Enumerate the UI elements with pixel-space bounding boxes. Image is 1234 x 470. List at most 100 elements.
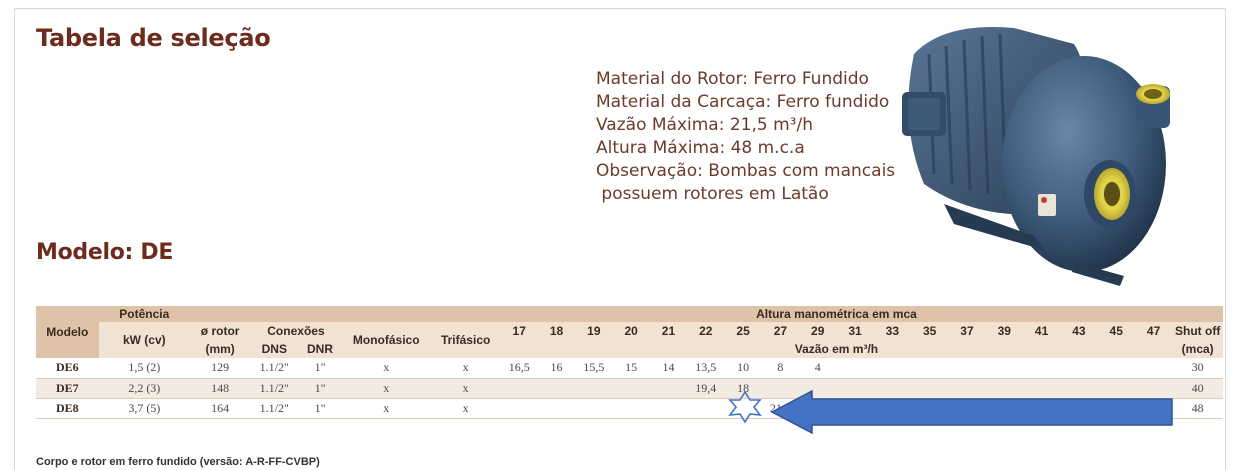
cell-modelo: DE7 bbox=[36, 378, 99, 399]
cell-flow: 4 bbox=[799, 358, 837, 379]
cell-flow bbox=[724, 398, 762, 419]
header-height: 47 bbox=[1134, 322, 1173, 340]
header-height: 29 bbox=[799, 322, 837, 340]
cell-flow: 19 bbox=[873, 398, 911, 419]
cell-potencia: 1,5 (2) bbox=[98, 358, 191, 379]
header-height: 35 bbox=[911, 322, 949, 340]
cell-monofasico: x bbox=[341, 398, 431, 419]
model-title: Modelo: DE bbox=[36, 240, 174, 265]
cell-trifasico: x bbox=[430, 358, 501, 379]
header-height: 18 bbox=[537, 322, 576, 340]
cell-flow bbox=[1022, 358, 1061, 379]
spec-line: Altura Máxima: 48 m.c.a bbox=[596, 138, 805, 158]
header-dns: DNS bbox=[250, 340, 299, 358]
cell-flow: 20 bbox=[836, 398, 874, 419]
header-shutoff: Shut off bbox=[1172, 322, 1223, 340]
header-vazao: Vazão em m³/h bbox=[500, 340, 1173, 358]
cell-dns: 1.1/2" bbox=[250, 398, 299, 419]
cell-flow: 20,7 bbox=[799, 398, 837, 419]
cell-flow bbox=[649, 378, 688, 399]
cell-dnr: 1" bbox=[298, 358, 342, 379]
header-height: 25 bbox=[724, 322, 762, 340]
header-height: 17 bbox=[500, 322, 538, 340]
header-modelo: Modelo bbox=[36, 306, 99, 358]
cell-flow: 15,5 bbox=[575, 358, 613, 379]
cell-flow bbox=[649, 398, 688, 419]
cell-flow bbox=[911, 378, 949, 399]
header-height: 20 bbox=[612, 322, 650, 340]
cell-flow bbox=[575, 378, 613, 399]
footnote: Corpo e rotor em ferro fundido (versão: … bbox=[36, 456, 320, 468]
cell-flow bbox=[948, 358, 986, 379]
cell-flow: 16,5 bbox=[500, 358, 538, 379]
spec-line: possuem rotores em Latão bbox=[596, 184, 829, 204]
cell-flow bbox=[799, 378, 837, 399]
cell-shutoff: 48 bbox=[1172, 398, 1223, 419]
header-height: 41 bbox=[1022, 322, 1061, 340]
cell-flow: 19,4 bbox=[687, 378, 725, 399]
cell-dns: 1.1/2" bbox=[250, 358, 299, 379]
cell-flow bbox=[948, 378, 986, 399]
cell-flow: 8 bbox=[1097, 398, 1135, 419]
pump-image bbox=[902, 27, 1170, 286]
header-dnr: DNR bbox=[298, 340, 342, 358]
header-rotor-unit: (mm) bbox=[190, 340, 251, 358]
cell-dns: 1.1/2" bbox=[250, 378, 299, 399]
header-conexoes: Conexões bbox=[250, 322, 342, 340]
cell-flow: 4 bbox=[1134, 398, 1173, 419]
cell-flow: 12,5 bbox=[1022, 398, 1061, 419]
header-height: 19 bbox=[575, 322, 613, 340]
cell-flow bbox=[873, 378, 911, 399]
cell-flow bbox=[836, 378, 874, 399]
cell-rotor: 164 bbox=[190, 398, 251, 419]
header-trifasico: Trifásico bbox=[430, 322, 501, 358]
cell-flow: 17,5 bbox=[911, 398, 949, 419]
cell-flow: 13,5 bbox=[687, 358, 725, 379]
header-height: 45 bbox=[1097, 322, 1135, 340]
cell-flow bbox=[612, 378, 650, 399]
cell-dnr: 1" bbox=[298, 378, 342, 399]
cell-dnr: 1" bbox=[298, 398, 342, 419]
cell-trifasico: x bbox=[430, 398, 501, 419]
cell-flow bbox=[1134, 358, 1173, 379]
cell-flow bbox=[836, 358, 874, 379]
header-blank-right bbox=[1172, 306, 1223, 322]
cell-shutoff: 30 bbox=[1172, 358, 1223, 379]
cell-potencia: 3,7 (5) bbox=[98, 398, 191, 419]
cell-flow bbox=[1097, 358, 1135, 379]
cell-flow: 15 bbox=[612, 358, 650, 379]
header-rotor: ø rotor bbox=[190, 322, 251, 340]
cell-flow bbox=[1134, 378, 1173, 399]
cell-modelo: DE6 bbox=[36, 358, 99, 379]
cell-flow: 16 bbox=[948, 398, 986, 419]
cell-flow bbox=[1060, 378, 1098, 399]
cell-flow bbox=[575, 398, 613, 419]
cell-flow bbox=[1060, 358, 1098, 379]
header-height: 27 bbox=[761, 322, 800, 340]
cell-rotor: 148 bbox=[190, 378, 251, 399]
cell-flow: 10,5 bbox=[1060, 398, 1098, 419]
header-height: 37 bbox=[948, 322, 986, 340]
selection-table: Modelo Potência Altura manométrica em mc… bbox=[36, 306, 1223, 419]
cell-flow bbox=[500, 398, 538, 419]
header-height: 22 bbox=[687, 322, 725, 340]
cell-potencia: 2,2 (3) bbox=[98, 378, 191, 399]
cell-flow bbox=[911, 358, 949, 379]
cell-rotor: 129 bbox=[190, 358, 251, 379]
cell-monofasico: x bbox=[341, 358, 431, 379]
header-blank bbox=[190, 306, 501, 322]
cell-flow bbox=[1022, 378, 1061, 399]
spec-line: Material do Rotor: Ferro Fundido bbox=[596, 69, 869, 89]
header-height: 43 bbox=[1060, 322, 1098, 340]
spec-line: Observação: Bombas com mancais bbox=[596, 161, 896, 181]
cell-flow bbox=[873, 358, 911, 379]
cell-flow: 21,5 bbox=[761, 398, 800, 419]
header-shutoff-unit: (mca) bbox=[1172, 340, 1223, 358]
cell-flow: 14,5 bbox=[985, 398, 1023, 419]
cell-flow bbox=[537, 378, 576, 399]
cell-trifasico: x bbox=[430, 378, 501, 399]
cell-flow bbox=[1097, 378, 1135, 399]
